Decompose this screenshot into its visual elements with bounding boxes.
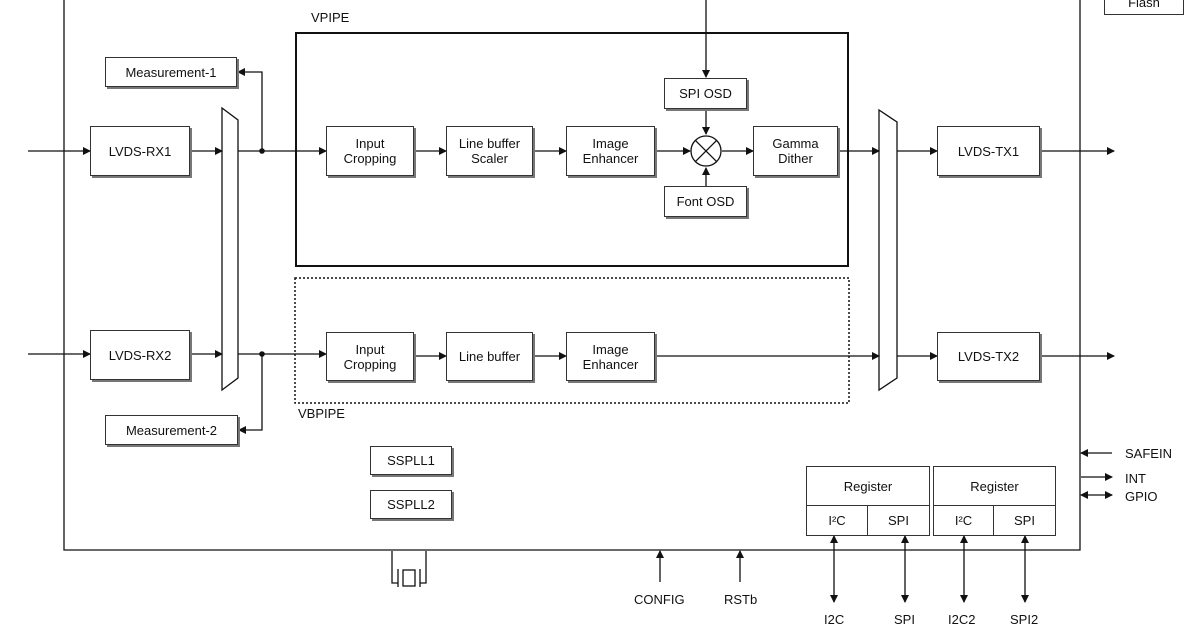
spi-osd-block: SPI OSD	[664, 78, 747, 109]
vbpipe-image-enhancer-block: Image Enhancer	[566, 332, 655, 381]
lvds-tx2-block: LVDS-TX2	[937, 332, 1040, 381]
register-i2c-port: I²C	[934, 505, 994, 535]
rstb-label: RSTb	[724, 592, 758, 607]
flash-label: Flash	[1128, 0, 1160, 10]
gpio-label: GPIO	[1125, 489, 1158, 504]
output-mux	[878, 108, 898, 392]
safein-label: SAFEIN	[1125, 446, 1172, 461]
sspll1-block: SSPLL1	[370, 446, 452, 475]
measurement-1-block: Measurement-1	[105, 57, 237, 87]
vbpipe-line-buffer-block: Line buffer	[446, 332, 533, 381]
register-title: Register	[843, 478, 893, 494]
vbpipe-title: VBPIPE	[298, 406, 345, 421]
i2c2-label: I2C2	[948, 612, 976, 627]
measurement-2-block: Measurement-2	[105, 415, 238, 445]
vpipe-frame	[295, 32, 849, 267]
i2c-label: I2C	[824, 612, 845, 627]
mixer-icon	[690, 135, 722, 167]
font-osd-block: Font OSD	[664, 186, 747, 217]
spi-label: SPI	[894, 612, 915, 627]
config-label: CONFIG	[634, 592, 685, 607]
lvds-rx2-block: LVDS-RX2	[90, 330, 190, 380]
register-title: Register	[970, 478, 1019, 494]
vpipe-title: VPIPE	[311, 10, 350, 25]
gamma-dither-block: Gamma Dither	[753, 126, 838, 176]
register-spi-port: SPI	[994, 505, 1055, 535]
spi2-label: SPI2	[1010, 612, 1039, 627]
flash-box: Flash	[1104, 0, 1184, 15]
register-block-2: Register I²C SPI	[933, 466, 1056, 536]
input-mux	[221, 106, 239, 392]
chip-outline	[63, 0, 1081, 551]
vpipe-image-enhancer-block: Image Enhancer	[566, 126, 655, 176]
lvds-tx1-block: LVDS-TX1	[937, 126, 1040, 176]
vpipe-input-cropping-block: Input Cropping	[326, 126, 414, 176]
vbpipe-frame	[294, 277, 850, 404]
crystal-icon	[391, 551, 427, 587]
vpipe-line-buffer-scaler-block: Line buffer Scaler	[446, 126, 533, 176]
int-label: INT	[1125, 471, 1146, 486]
register-spi-port: SPI	[868, 505, 929, 535]
register-i2c-port: I²C	[807, 505, 868, 535]
vbpipe-input-cropping-block: Input Cropping	[326, 332, 414, 381]
register-block-1: Register I²C SPI	[806, 466, 930, 536]
sspll2-block: SSPLL2	[370, 490, 452, 519]
lvds-rx1-block: LVDS-RX1	[90, 126, 190, 176]
